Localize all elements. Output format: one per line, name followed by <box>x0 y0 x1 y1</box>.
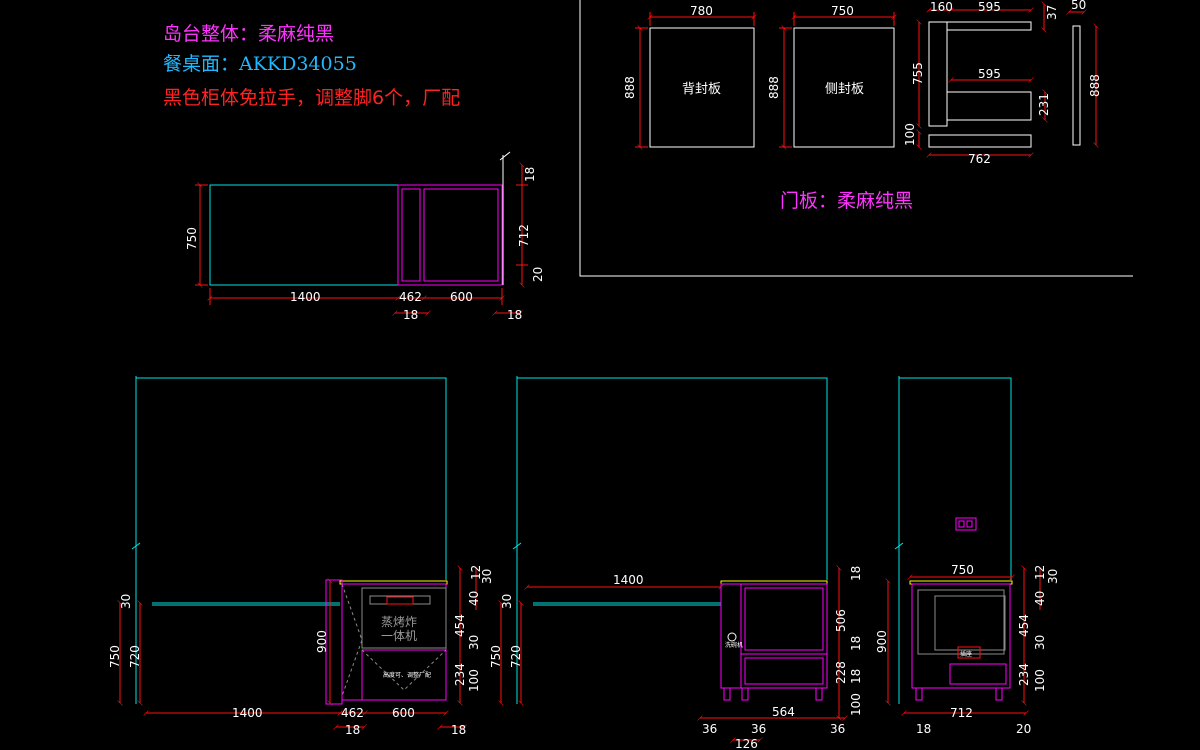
sv-b712: 712 <box>950 706 973 720</box>
plan-r3: 20 <box>531 267 545 282</box>
f2-b126: 126 <box>735 737 758 750</box>
f2-r228: 228 <box>834 661 848 684</box>
f1-t1: 18 <box>345 723 360 737</box>
plan-t2: 18 <box>507 308 522 322</box>
note-table-top: 餐桌面：AKKD34055 <box>163 53 357 75</box>
f2-len: 1400 <box>613 573 644 587</box>
sv-b20: 20 <box>1016 722 1031 736</box>
plan-cab: 600 <box>450 290 473 304</box>
f1-cab: 600 <box>392 706 415 720</box>
f2-h1: 750 <box>489 645 503 668</box>
note-door: 门板：柔麻纯黑 <box>780 190 913 212</box>
f1-r30b: 30 <box>467 635 481 650</box>
frame-dim-d: 755 <box>911 62 925 85</box>
sv-r234: 234 <box>1017 663 1031 686</box>
f2-b36c: 36 <box>830 722 845 736</box>
sv-r30b: 30 <box>1033 635 1047 650</box>
frame-dim-e: 231 <box>1037 93 1051 116</box>
f1-r30: 30 <box>480 569 494 584</box>
frame-dim-c: 595 <box>978 67 1001 81</box>
oven-label-1: 蒸烤炸 <box>381 614 417 629</box>
f1-r40: 40 <box>467 591 481 606</box>
note-island-finish: 岛台整体：柔麻纯黑 <box>163 23 334 45</box>
f2-b564: 564 <box>772 705 795 719</box>
f2-r18b: 18 <box>849 636 863 651</box>
side-panel-label: 侧封板 <box>825 82 864 97</box>
front-elevation-2: 洗碗机 <box>512 376 828 704</box>
frame-dim-h: 37 <box>1045 5 1059 20</box>
frame-dim-f: 100 <box>903 123 917 146</box>
side-panel-height: 888 <box>767 76 781 99</box>
sv-r12: 12 <box>1033 565 1047 580</box>
f1-r12: 12 <box>469 565 483 580</box>
socket-tag: 插座 <box>960 650 972 658</box>
f2-r506: 506 <box>834 609 848 632</box>
f1-r100: 100 <box>467 669 481 692</box>
panel-sheet: 背封板 780 888 侧封板 750 888 160 595 595 755 <box>579 0 1133 277</box>
plan-len: 1400 <box>290 290 321 304</box>
f1-gap: 462 <box>341 706 364 720</box>
f2-h2: 720 <box>509 645 523 668</box>
plan-r2: 712 <box>517 224 531 247</box>
frame-dim-b: 595 <box>978 0 1001 14</box>
f1-len: 1400 <box>232 706 263 720</box>
back-panel-height: 888 <box>623 76 637 99</box>
plan-t1: 18 <box>403 308 418 322</box>
f2-r18c: 18 <box>849 669 863 684</box>
sv-h900: 900 <box>875 630 889 653</box>
sv-r30: 30 <box>1046 569 1060 584</box>
side-elevation: 插座 <box>894 376 1013 704</box>
strip-height: 888 <box>1088 74 1102 97</box>
sv-r454: 454 <box>1017 614 1031 637</box>
drawer-note: 高度可、调整厂配 <box>383 671 431 679</box>
strip-width: 50 <box>1071 0 1086 12</box>
frame-dim-a: 160 <box>930 0 953 14</box>
side-panel-width: 750 <box>831 4 854 18</box>
sink-tag: 洗碗机 <box>725 641 743 649</box>
f2-b36a: 36 <box>702 722 717 736</box>
oven-label-2: 一体机 <box>381 629 417 643</box>
sv-w750: 750 <box>951 563 974 577</box>
back-panel <box>649 27 755 148</box>
f1-h900: 900 <box>315 630 329 653</box>
f2-top: 30 <box>500 594 514 609</box>
note-cabinet: 黑色柜体免拉手，调整脚6个，厂配 <box>163 87 460 109</box>
sv-r40: 40 <box>1033 591 1047 606</box>
sv-b18: 18 <box>916 722 931 736</box>
f1-h2: 720 <box>128 645 142 668</box>
plan-r1: 18 <box>523 167 537 182</box>
f2-r100: 100 <box>849 693 863 716</box>
f1-h1: 750 <box>108 645 122 668</box>
plan-depth: 750 <box>185 227 199 250</box>
frame-dim-g: 762 <box>968 152 991 166</box>
strip-panel <box>1072 25 1081 146</box>
plan-view <box>209 151 511 286</box>
sv-r100: 100 <box>1033 669 1047 692</box>
frame-panel <box>928 21 1032 148</box>
f2-b36b: 36 <box>751 722 766 736</box>
front-elevation-1: 蒸烤炸 一体机 高度可、调整厂配 <box>131 376 448 705</box>
f1-t2: 18 <box>451 723 466 737</box>
f2-r18a: 18 <box>849 566 863 581</box>
f1-r454: 454 <box>453 614 467 637</box>
plan-gap: 462 <box>399 290 422 304</box>
f1-top: 30 <box>119 594 133 609</box>
back-panel-label: 背封板 <box>682 82 721 97</box>
side-panel <box>793 27 895 148</box>
f1-r234: 234 <box>453 663 467 686</box>
back-panel-width: 780 <box>690 4 713 18</box>
